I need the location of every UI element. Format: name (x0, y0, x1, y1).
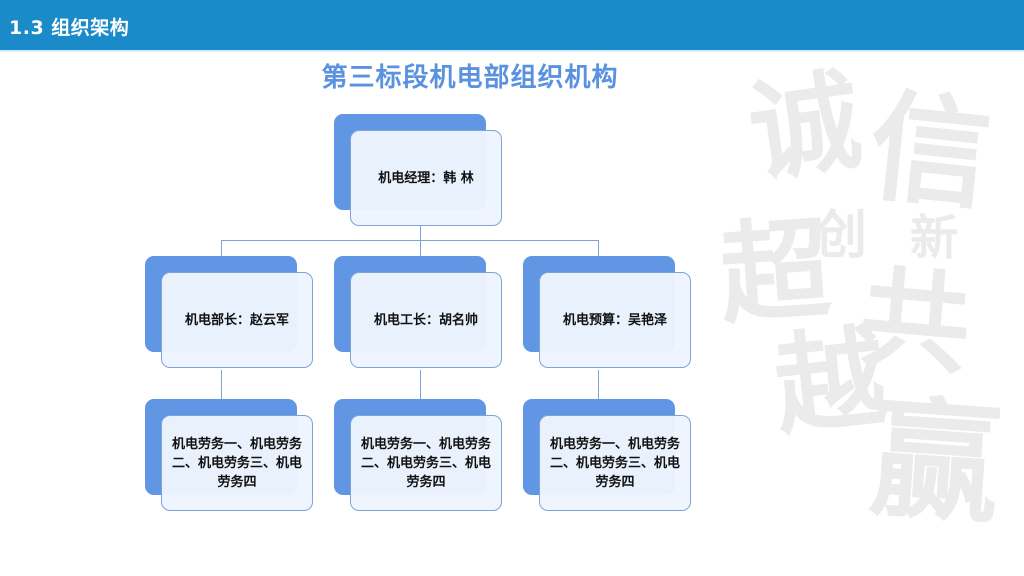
node-card: 机电工长：胡名帅 (350, 272, 502, 368)
org-node-level3-1: 机电劳务一、机电劳务二、机电劳务三、机电劳务四 (145, 399, 315, 513)
diagram-title: 第三标段机电部组织机构 (321, 63, 619, 93)
watermark-char: 信 (863, 75, 998, 228)
connector-l2-l3-3 (598, 370, 599, 399)
connector-root-down (420, 226, 421, 240)
node-label: 机电工长：胡名帅 (373, 312, 478, 328)
node-card: 机电劳务一、机电劳务二、机电劳务三、机电劳务四 (539, 415, 691, 511)
node-card: 机电劳务一、机电劳务二、机电劳务三、机电劳务四 (350, 415, 502, 511)
node-card: 机电部长：赵云军 (161, 272, 313, 368)
connector-drop-2 (420, 240, 421, 256)
node-label: 机电劳务一、机电劳务二、机电劳务三、机电劳务四 (360, 436, 491, 490)
node-label: 机电劳务一、机电劳务二、机电劳务三、机电劳务四 (171, 436, 302, 490)
org-node-level3-3: 机电劳务一、机电劳务二、机电劳务三、机电劳务四 (523, 399, 693, 513)
watermark-char: 赢 (864, 380, 1006, 543)
org-node-level3-2: 机电劳务一、机电劳务二、机电劳务三、机电劳务四 (334, 399, 504, 513)
node-label: 机电预算：吴艳泽 (562, 312, 667, 328)
connector-drop-1 (221, 240, 222, 256)
node-label: 机电部长：赵云军 (184, 312, 289, 328)
org-node-level2-1: 机电部长：赵云军 (145, 256, 315, 370)
node-card: 机电经理：韩 林 (350, 130, 502, 226)
node-card: 机电劳务一、机电劳务二、机电劳务三、机电劳务四 (161, 415, 313, 511)
connector-drop-3 (598, 240, 599, 256)
org-node-root: 机电经理：韩 林 (334, 114, 504, 228)
watermark-char: 新 (910, 210, 959, 266)
header-bar: 1.3 组织架构 (0, 0, 1024, 50)
connector-l2-l3-1 (221, 370, 222, 399)
org-node-level2-3: 机电预算：吴艳泽 (523, 256, 693, 370)
org-node-level2-2: 机电工长：胡名帅 (334, 256, 504, 370)
node-label: 机电劳务一、机电劳务二、机电劳务三、机电劳务四 (549, 436, 680, 490)
calligraphy-watermark: 诚 信 创 新 超 共 越 赢 (716, 52, 1024, 552)
node-card: 机电预算：吴艳泽 (539, 272, 691, 368)
header-divider (0, 50, 1024, 52)
connector-l2-l3-2 (420, 370, 421, 399)
watermark-char: 创 (815, 205, 868, 266)
node-label: 机电经理：韩 林 (378, 170, 474, 186)
section-title: 1.3 组织架构 (9, 17, 130, 39)
watermark-char: 诚 (741, 54, 869, 199)
watermark-char: 超 (715, 203, 835, 340)
connector-horizontal (221, 240, 599, 241)
